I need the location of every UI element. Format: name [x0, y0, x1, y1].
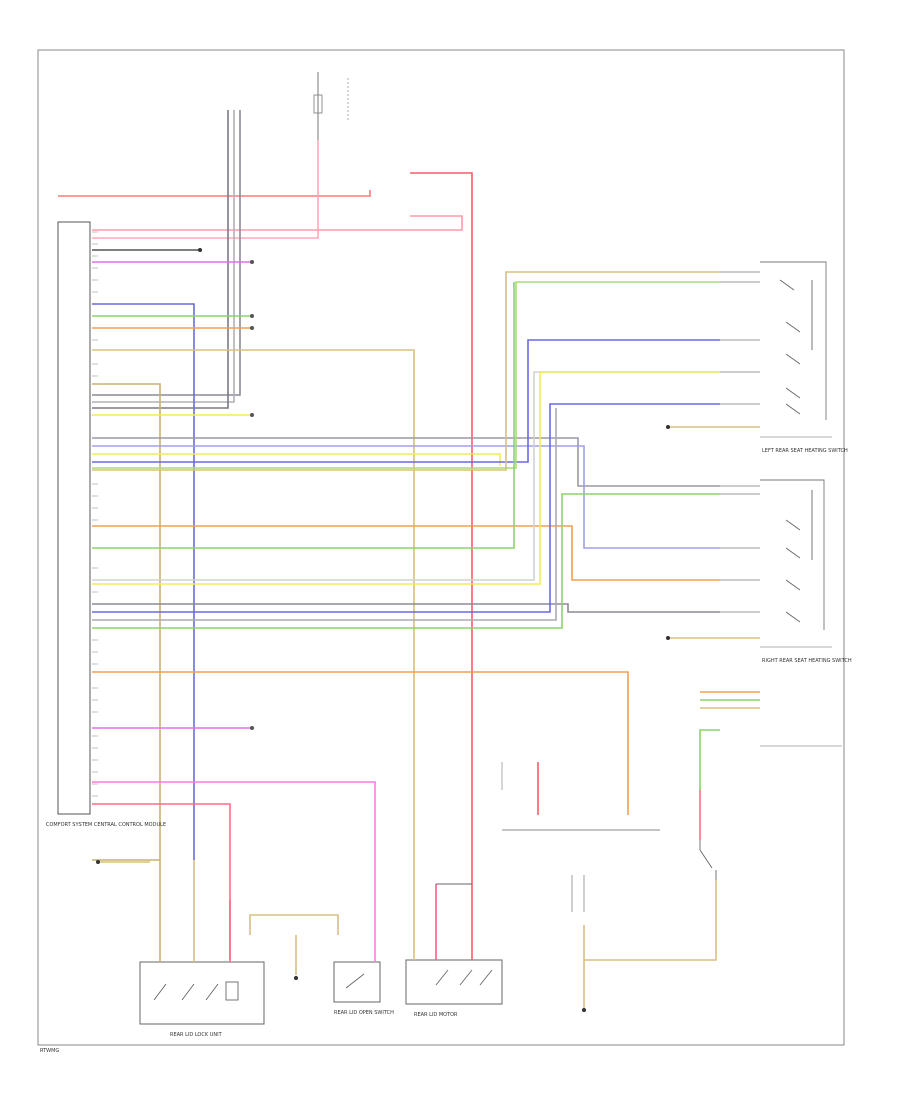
- orange-terminal: [250, 326, 254, 330]
- wire-green-drop: [699, 729, 720, 790]
- small-fuse: [571, 875, 585, 912]
- control-module-label: COMFORT SYSTEM CENTRAL CONTROL MODULE: [46, 822, 166, 828]
- violet-terminal: [250, 260, 254, 264]
- wire-gray-antenna-3: [92, 110, 229, 409]
- right-grounds: [666, 425, 760, 640]
- wire-green-bus: [92, 281, 720, 469]
- rear-lid-motor-label: REAR LID MOTOR: [414, 1012, 458, 1018]
- ground-splice: [198, 248, 202, 252]
- right-switch-pins: [720, 271, 760, 613]
- wire-orange-long: [92, 525, 720, 581]
- wire-yellow-lower: [92, 371, 720, 585]
- rear-lid-motor: [405, 959, 503, 1005]
- motor-contacts: [435, 969, 493, 986]
- wire-orange-rear: [92, 671, 629, 815]
- right-rear-switch-contacts: [785, 490, 813, 623]
- lock-unit-drops: [159, 860, 231, 962]
- wire-tan-bus: [92, 271, 720, 471]
- green-terminal: [250, 314, 254, 318]
- rear-lid-lock-unit: [139, 961, 265, 1025]
- wire-gray-antenna-2: [92, 110, 235, 403]
- wire-red-2: [92, 215, 463, 231]
- left-rear-switch-contacts: [779, 279, 813, 415]
- wire-tan-1: [92, 349, 415, 900]
- ground-point-2: [582, 1008, 586, 1012]
- wire-green-lower: [92, 493, 720, 629]
- wire-blue-1: [92, 303, 195, 860]
- connector-pins: [92, 231, 98, 797]
- rear-lid-lock-label: REAR LID LOCK UNIT: [170, 1032, 223, 1038]
- wire-red-top-1: [58, 190, 371, 197]
- left-rear-switch-label: LEFT REAR SEAT HEATING SWITCH: [762, 448, 848, 454]
- wire-gray-lower-2: [92, 603, 720, 613]
- wire-gray-lower-3: [92, 408, 557, 621]
- wire-yellow-bus: [92, 453, 501, 466]
- wire-red-to-motor: [410, 172, 473, 900]
- control-module-connector: [57, 221, 91, 815]
- wire-lightblue-bus: [92, 445, 720, 549]
- wire-tan-lower-right: [584, 880, 717, 961]
- left-rear-switch-box: [760, 261, 827, 420]
- right-rear-switch-box: [760, 479, 825, 630]
- right-rear-switch-label: RIGHT REAR SEAT HEATING SWITCH: [762, 658, 852, 664]
- motor-drops: [413, 884, 473, 960]
- wire-pink-lock: [92, 781, 376, 900]
- violet-terminal-2: [250, 726, 254, 730]
- wire-green-long: [92, 282, 515, 549]
- rear-switch: [699, 840, 717, 960]
- ground-point-1: [294, 976, 298, 980]
- wire-blue-lower: [92, 403, 720, 613]
- diagram-frame: [37, 49, 845, 1046]
- side-terminal: [96, 860, 100, 864]
- footer-code: RTWMG: [40, 1048, 59, 1054]
- wire-gray-bus: [92, 437, 720, 487]
- rear-lid-switch-label: REAR LID OPEN SWITCH: [334, 1010, 394, 1016]
- wire-blue-bus: [92, 339, 720, 463]
- wire-gray-antenna: [92, 110, 241, 396]
- fuse-element: [313, 94, 323, 114]
- wire-pink-2: [92, 140, 319, 239]
- yellow-terminal: [250, 413, 254, 417]
- wire-tan-bridge: [249, 914, 339, 935]
- rear-lid-switch: [333, 961, 381, 1003]
- wire-tan-2: [92, 383, 161, 860]
- lock-unit-contacts: [153, 981, 239, 1001]
- rear-lid-switch-contact: [345, 973, 365, 989]
